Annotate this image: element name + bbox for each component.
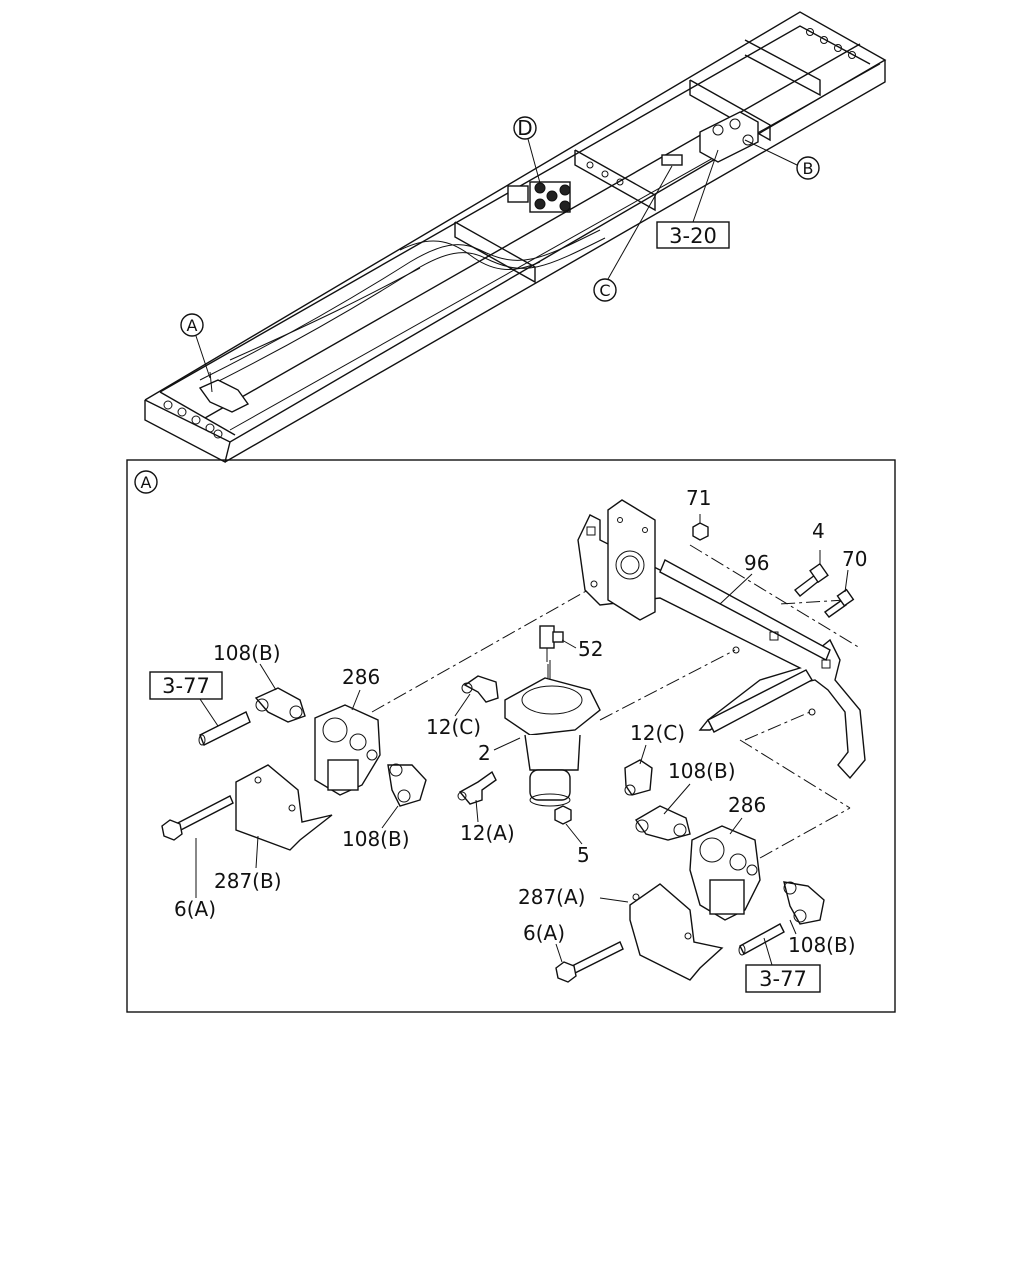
label-108b-left-lower: 108(B) [342, 805, 410, 851]
svg-text:52: 52 [578, 637, 603, 661]
svg-text:108(B): 108(B) [788, 933, 856, 957]
valve-286-right-drawing [689, 825, 761, 921]
svg-text:2: 2 [478, 741, 491, 765]
svg-text:4: 4 [812, 519, 825, 543]
elbow-12c-left-drawing [461, 675, 499, 703]
svg-text:D: D [517, 116, 532, 140]
mounting-bracket-drawing [577, 499, 866, 780]
label-287b: 287(B) [214, 835, 282, 893]
reference-box-3-20: 3-20 [656, 149, 730, 249]
assembly-lines [371, 544, 861, 859]
elbow-108b-lower-left-drawing [387, 763, 427, 807]
label-108b-top-left: 108(B) [213, 641, 281, 691]
svg-text:3-77: 3-77 [162, 674, 210, 698]
label-71: 71 [686, 486, 711, 510]
tee-12a-drawing [457, 770, 497, 805]
svg-text:3-77: 3-77 [759, 967, 807, 991]
callout-b: B [744, 139, 820, 180]
callout-a: A [180, 313, 211, 379]
label-287a: 287(A) [518, 885, 629, 909]
svg-text:6(A): 6(A) [174, 897, 216, 921]
elbow-108b-top-left-drawing [254, 687, 306, 723]
svg-text:12(A): 12(A) [460, 821, 515, 845]
reference-box-3-77-right: 3-77 [745, 937, 821, 993]
svg-text:A: A [187, 316, 198, 335]
relay-valve-2-drawing [504, 625, 601, 825]
svg-text:108(B): 108(B) [342, 827, 410, 851]
svg-text:286: 286 [728, 793, 766, 817]
svg-text:286: 286 [342, 665, 380, 689]
label-96: 96 [719, 551, 769, 605]
detail-panel-frame [126, 459, 896, 1013]
label-286-left: 286 [342, 665, 380, 711]
detail-panel-callout-a: A [134, 470, 158, 494]
label-5: 5 [565, 823, 590, 867]
label-70: 70 [842, 547, 867, 593]
chassis-frame [144, 11, 887, 464]
valve-286-left-drawing [314, 704, 381, 796]
label-108b-mid-right: 108(B) [663, 759, 736, 815]
bolt-6a-left-drawing [161, 795, 234, 841]
svg-text:70: 70 [842, 547, 867, 571]
label-12a: 12(A) [460, 799, 515, 845]
svg-text:C: C [599, 281, 610, 300]
svg-text:6(A): 6(A) [523, 921, 565, 945]
svg-text:287(B): 287(B) [214, 869, 282, 893]
svg-text:108(B): 108(B) [668, 759, 736, 783]
label-4: 4 [812, 519, 825, 543]
cover-287b-drawing [235, 764, 333, 851]
callout-d: D [513, 116, 541, 184]
label-2: 2 [478, 737, 521, 765]
svg-text:71: 71 [686, 486, 711, 510]
svg-text:12(C): 12(C) [426, 715, 481, 739]
elbow-108b-mid-right-drawing [634, 805, 691, 841]
label-108b-right-lower: 108(B) [788, 919, 856, 957]
elbow-108b-lower-right-drawing [783, 881, 825, 925]
svg-text:B: B [803, 159, 814, 178]
svg-text:287(A): 287(A) [518, 885, 585, 909]
svg-text:96: 96 [744, 551, 769, 575]
svg-text:3-20: 3-20 [669, 224, 717, 248]
svg-text:108(B): 108(B) [213, 641, 281, 665]
callout-c: C [593, 165, 673, 302]
bolt-6a-right-drawing [555, 941, 624, 983]
label-12c-left: 12(C) [426, 693, 481, 739]
cover-287a-drawing [629, 883, 724, 981]
nut-71-drawing [692, 514, 709, 541]
svg-text:12(C): 12(C) [630, 721, 685, 745]
reference-box-3-77-left: 3-77 [149, 671, 223, 727]
svg-text:A: A [141, 473, 152, 492]
label-286-right: 286 [728, 793, 766, 835]
label-6a-left: 6(A) [174, 838, 216, 921]
label-52: 52 [561, 637, 603, 661]
pipe-right-drawing [738, 923, 785, 956]
bolt-4-drawing [793, 550, 829, 597]
elbow-12c-right-drawing [624, 759, 653, 796]
bolt-70-drawing [823, 588, 855, 618]
label-6a-right: 6(A) [523, 921, 565, 963]
svg-text:5: 5 [577, 843, 590, 867]
label-12c-right: 12(C) [630, 721, 685, 765]
pipe-left-drawing [198, 711, 251, 746]
